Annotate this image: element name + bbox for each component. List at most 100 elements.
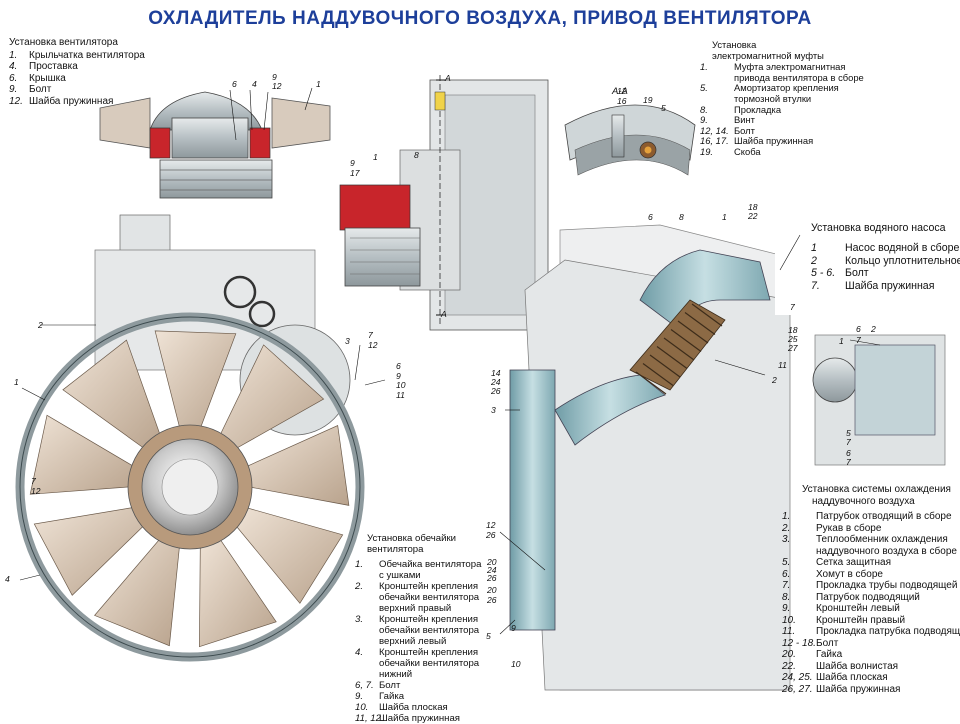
callout-number: 16 xyxy=(617,96,627,106)
page-title: ОХЛАДИТЕЛЬ НАДДУВОЧНОГО ВОЗДУХА, ПРИВОД … xyxy=(148,8,812,29)
callout-number: 24 xyxy=(487,565,497,575)
shroud-install-item-text: Обечайка вентилятора xyxy=(379,559,482,570)
callout-number: 10 xyxy=(396,380,406,390)
charge-air-item-text: Патрубок подводящий xyxy=(816,591,920,603)
fan-install-item: 4. Проставка xyxy=(9,61,145,73)
callout-number: 3 xyxy=(345,336,350,346)
callout-number: 10 xyxy=(511,659,521,669)
charge-air-item: 1. Патрубок отводящий в сборе xyxy=(782,511,960,523)
charge-air-item: 12 - 18.Болт xyxy=(782,638,960,650)
callout-number: 5 xyxy=(486,631,491,641)
charge-air-item: 5.Сетка защитная xyxy=(782,557,960,569)
callout-number: 1 xyxy=(373,152,378,162)
shroud-install-item-number: 11, 12. xyxy=(355,713,384,724)
charge-air-item: 8.Патрубок подводящий xyxy=(782,592,960,604)
callout-number: 26 xyxy=(487,595,497,605)
hose-corrugation xyxy=(670,329,702,352)
shroud-install-item: 6, 7.Болт xyxy=(355,680,481,691)
callout-number: 24 xyxy=(491,377,501,387)
callout-number: 5 xyxy=(846,428,851,438)
fan-install-item: 9.Болт xyxy=(9,84,145,96)
clutch-install-legend: Установка электромагнитной муфты 1.Муфта… xyxy=(700,39,864,158)
section-aa-label: А-А xyxy=(612,86,628,97)
charge-air-item-text: Теплообменник охлаждения xyxy=(816,534,948,545)
charge-air-item-text: Прокладка патрубка подводящего xyxy=(816,626,960,637)
water-pump-item-text: Насос водяной в сборе xyxy=(845,242,960,255)
clutch-install-item-number: 5. xyxy=(700,82,708,94)
callout-number: 4 xyxy=(5,574,10,584)
charge-air-item-number: 26, 27. xyxy=(782,683,813,695)
hose-corrugation xyxy=(677,320,709,344)
clutch-install-item-text: Муфта электромагнитная xyxy=(734,61,846,73)
shroud-install-item-text: Кронштейн крепления xyxy=(379,614,479,625)
fan-install-item-number: 4. xyxy=(9,61,18,72)
clutch-install-item-text: Шайба пружинная xyxy=(734,135,814,147)
callout-number: 2 xyxy=(38,320,43,330)
shroud-heading-line-1: Установка обечайки xyxy=(367,533,456,544)
charge-air-item-number: 11. xyxy=(782,626,796,637)
shroud-install-legend: Установка обечайки вентилятора 1.Обечайк… xyxy=(355,533,481,724)
charge-air-item: 24, 25.Шайба плоская xyxy=(782,672,960,684)
section-aa-drawing xyxy=(564,104,696,176)
callout-number: 9 xyxy=(272,72,277,82)
charge-air-item-number: 24, 25. xyxy=(782,672,813,683)
callout-number: 27 xyxy=(788,343,798,353)
charge-air-cooler-drawing xyxy=(509,210,960,691)
charge-air-heading-line-2: наддувочного воздуха xyxy=(812,495,915,507)
charge-air-item-number: 1. xyxy=(782,511,791,522)
charge-air-item-number: 10. xyxy=(782,614,796,626)
hose-corrugation xyxy=(649,354,681,378)
charge-air-item-number: 6. xyxy=(782,568,791,580)
shroud-install-item-number xyxy=(355,669,379,680)
charge-air-item-number: 3. xyxy=(782,534,791,545)
shroud-install-item-number: 3. xyxy=(355,614,364,625)
charge-air-item-number: 20. xyxy=(782,649,796,660)
callout-number: 2 xyxy=(871,324,876,334)
callout-number: 20 xyxy=(487,557,497,567)
water-pump-item-number: 5 - 6. xyxy=(811,267,836,280)
water-pump-item-text: Кольцо уплотнительное xyxy=(845,254,960,267)
shroud-install-item: обечайки вентилятора xyxy=(355,658,481,669)
charge-air-item: 26, 27.Шайба пружинная xyxy=(782,684,960,696)
charge-air-item: 10.Кронштейн правый xyxy=(782,615,960,627)
fan-blade xyxy=(154,330,237,431)
shroud-install-item: нижний xyxy=(355,669,481,680)
callout-number: 9 xyxy=(396,371,401,381)
clutch-heading-line-1: Установка xyxy=(712,39,757,50)
shroud-install-item-text: обечайки вентилятора xyxy=(379,658,480,669)
callout-number: 7 xyxy=(846,457,851,467)
clutch-install-item-text: Прокладка xyxy=(734,103,782,115)
callout-number: 25 xyxy=(788,334,798,344)
callout-number: 6 xyxy=(856,324,861,334)
charge-air-item-text: Шайба пружинная xyxy=(816,683,901,695)
callout-number: 6 xyxy=(232,79,237,89)
callout-number: 1 xyxy=(722,212,727,222)
callout-number: 7 xyxy=(856,335,861,345)
charge-air-item: 20. Гайка xyxy=(782,649,960,661)
charge-air-item-number: 7. xyxy=(782,580,791,591)
fan-install-item-number: 6. xyxy=(9,72,18,84)
charge-air-item: 6.Хомут в сборе xyxy=(782,569,960,581)
shroud-install-item: 2.Кронштейн крепления xyxy=(355,581,481,592)
charge-air-item: 3. Теплообменник охлаждения xyxy=(782,534,960,546)
callout-number: 8 xyxy=(679,212,684,222)
callout-number: 7 xyxy=(31,476,36,486)
charge-air-item-text: Гайка xyxy=(816,649,843,660)
callout-number: 2 xyxy=(772,375,777,385)
fan-install-item-text: Проставка xyxy=(29,61,78,72)
callout-number: 12 xyxy=(368,340,378,350)
callout-number: 1 xyxy=(839,336,844,346)
callout-number: 26 xyxy=(486,530,496,540)
callout-number: 5 xyxy=(661,103,666,113)
shroud-install-item: 10.Шайба плоская xyxy=(355,702,481,713)
charge-air-item-text: Шайба плоская xyxy=(816,672,888,683)
clutch-install-item: 19.Скоба xyxy=(700,146,864,158)
callout-number: 12 xyxy=(486,520,496,530)
callout-number: А xyxy=(441,309,447,319)
callout-number: 18 xyxy=(748,202,758,212)
shroud-install-item: обечайки вентилятора xyxy=(355,625,481,636)
charge-air-item-text: Патрубок отводящий в сборе xyxy=(816,511,952,522)
charge-air-heading-line-1: Установка системы охлаждения xyxy=(802,484,951,495)
